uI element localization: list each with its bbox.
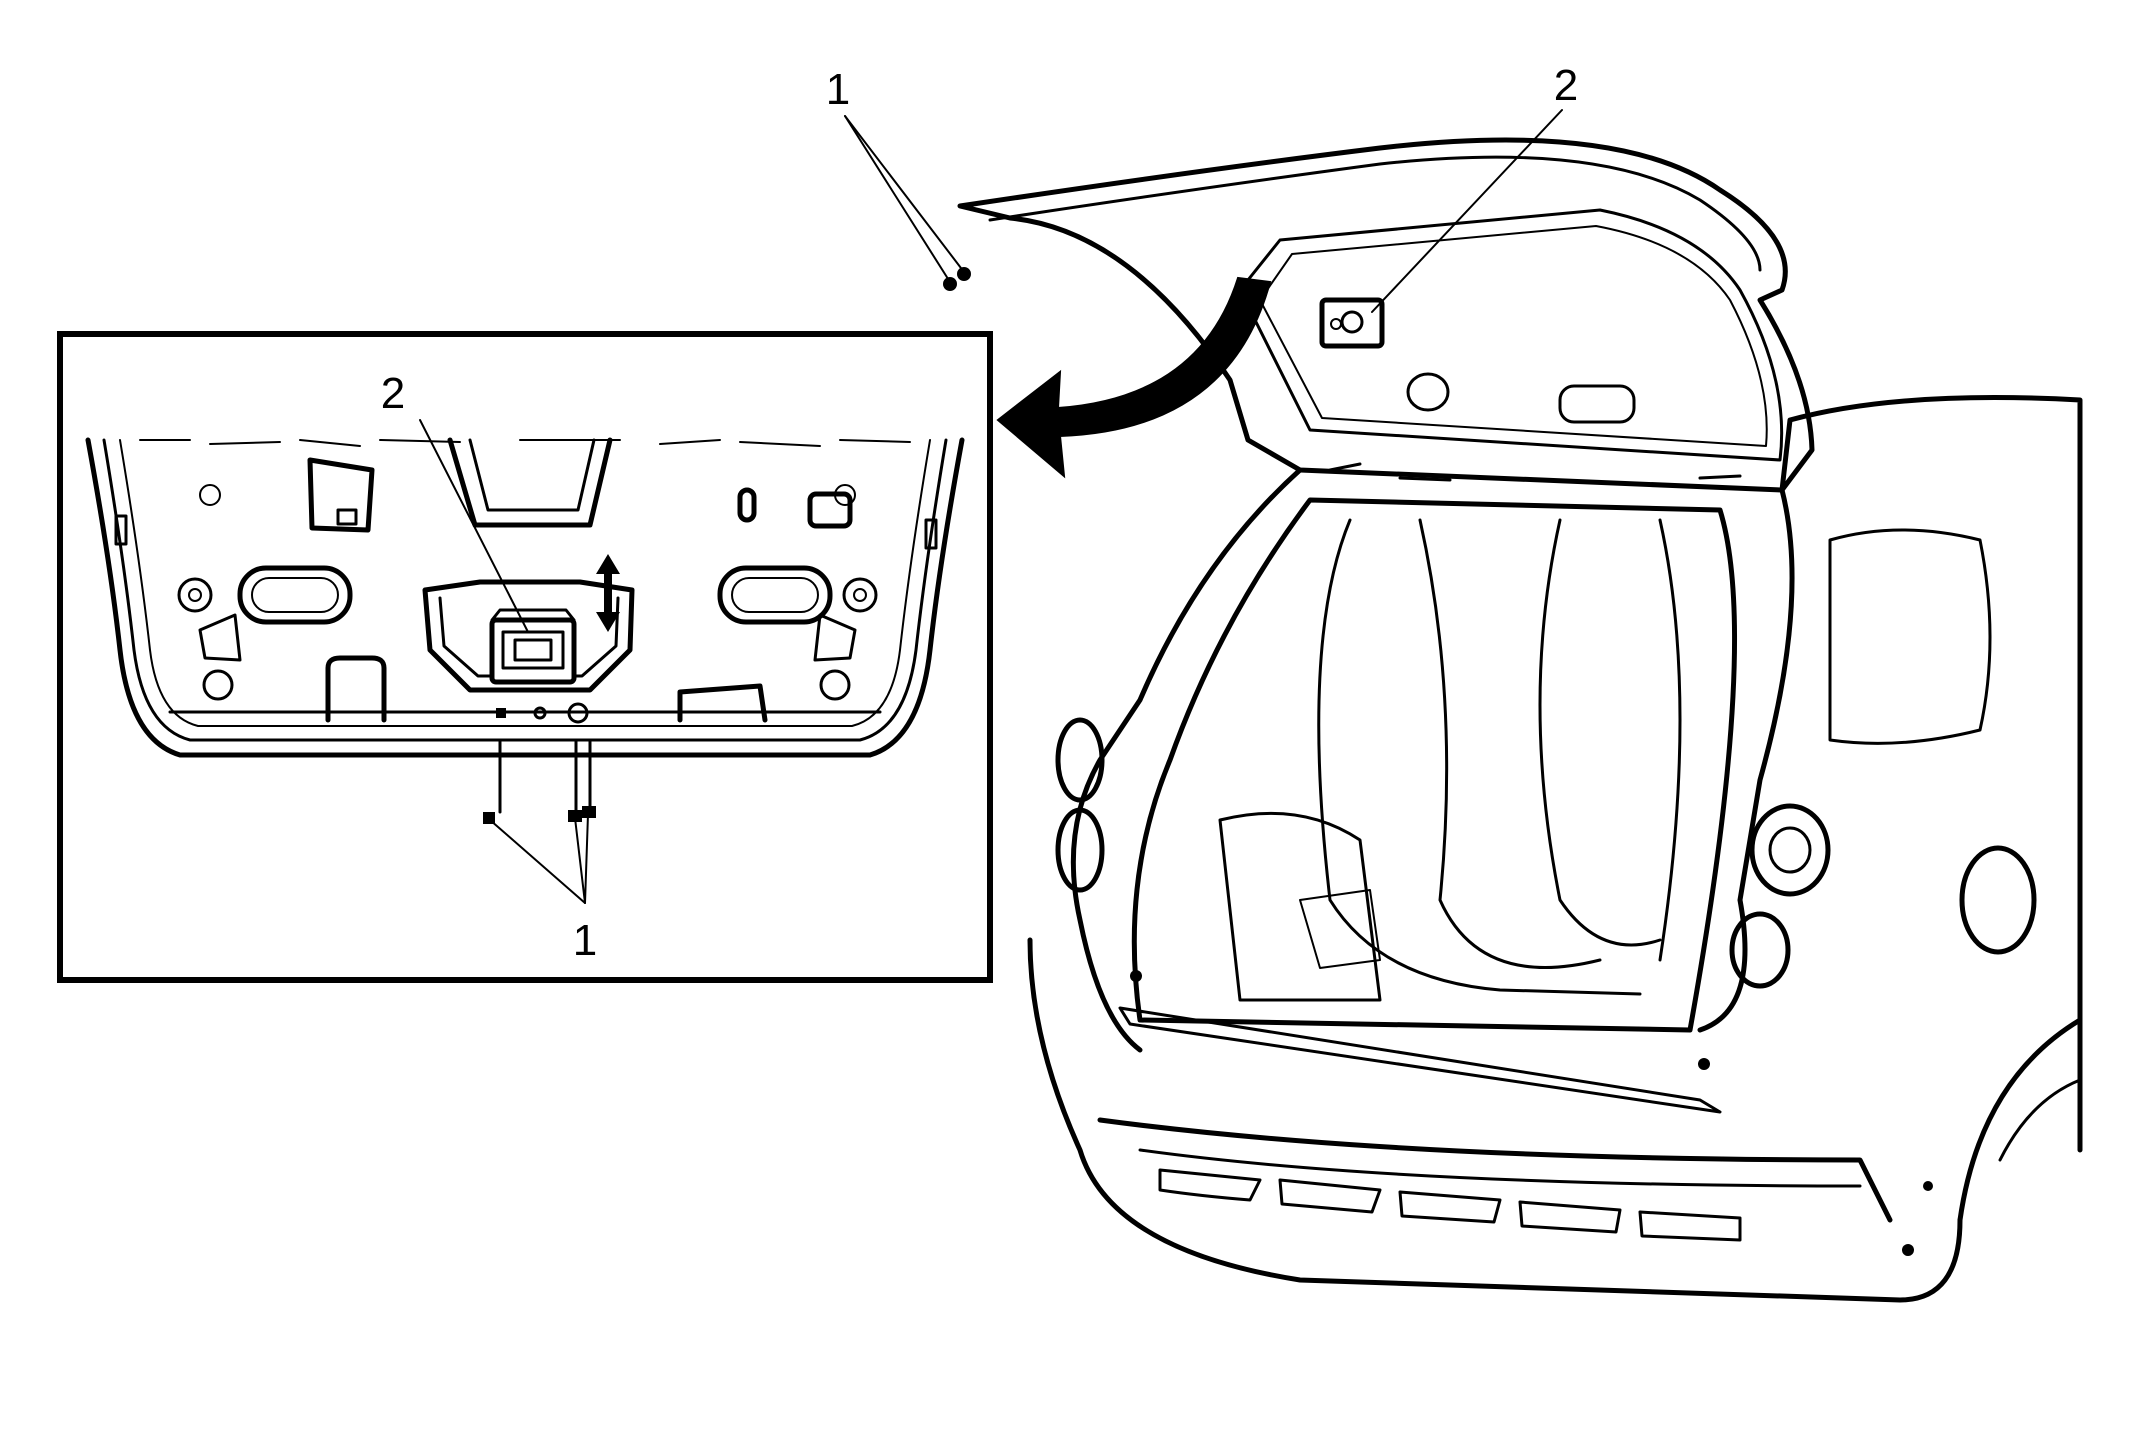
main-fastener-callout: 1	[826, 65, 850, 114]
detail-fastener-callout: 1	[573, 916, 597, 965]
vehicle-rear-view: 1 2	[826, 61, 2083, 1303]
main-leader-fastener-1	[844, 115, 951, 283]
detail-liftgate-panel	[85, 437, 965, 824]
main-leader-component	[1371, 109, 1563, 313]
detail-movement-arrow	[596, 554, 620, 632]
open-liftgate	[943, 137, 1815, 493]
detail-fastener-bolts	[483, 738, 596, 824]
detail-component-callout: 2	[381, 369, 405, 418]
detail-inset: 2 1	[57, 331, 993, 983]
detail-leader-component	[419, 419, 529, 633]
detail-leader-fastener-2	[574, 817, 586, 904]
detail-latch-assembly	[489, 608, 577, 685]
main-component-callout: 2	[1554, 61, 1578, 110]
vehicle-body	[1027, 395, 2083, 1303]
detail-leader-fastener-3	[584, 813, 589, 904]
main-latch-assembly	[1319, 297, 1385, 349]
detail-leader-fastener-1	[489, 819, 586, 904]
main-leader-fastener-2	[844, 115, 965, 273]
